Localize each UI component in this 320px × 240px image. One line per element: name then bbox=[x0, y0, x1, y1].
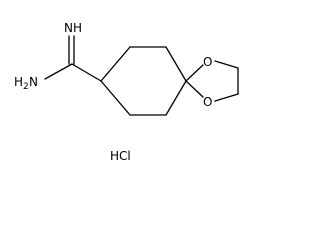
bond-spiro-o-top bbox=[185, 64, 204, 82]
bond-spiro-o-bottom bbox=[185, 80, 204, 98]
molecule-drawing: NH H 2 N O O HCl bbox=[14, 21, 239, 163]
bond-ring-3 bbox=[165, 46, 187, 82]
bond-ring-4 bbox=[165, 80, 187, 116]
bond-ch2-o-bottom bbox=[214, 93, 239, 102]
amine-h-label: H bbox=[14, 75, 23, 89]
bond-amidine-ring bbox=[71, 63, 102, 82]
bond-ring-1 bbox=[100, 46, 131, 82]
amine-subscript: 2 bbox=[23, 82, 29, 92]
bond-ring-6 bbox=[100, 80, 131, 116]
bond-o-top-ch2 bbox=[214, 60, 239, 69]
imine-nh-label: NH bbox=[64, 21, 82, 35]
ether-o-bottom-label: O bbox=[203, 95, 212, 109]
structure-canvas: NH H 2 N O O HCl bbox=[14, 21, 239, 163]
amine-n-label: N bbox=[29, 75, 38, 89]
salt-label: HCl bbox=[110, 149, 131, 163]
ether-o-top-label: O bbox=[203, 55, 212, 69]
bond-amine bbox=[44, 63, 73, 80]
